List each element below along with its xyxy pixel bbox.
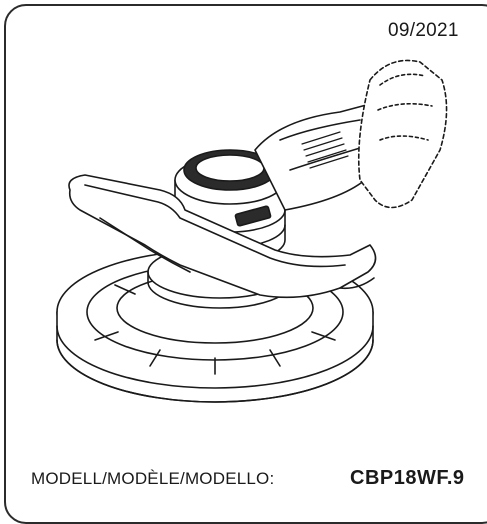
motor-body	[234, 99, 396, 227]
document-date: 09/2021	[388, 20, 459, 41]
model-number: CBP18WF.9	[350, 467, 465, 489]
battery-pack	[357, 59, 448, 209]
front-handle	[68, 174, 377, 299]
model-label: MODELL/MODÈLE/MODELLO:	[31, 469, 275, 488]
cordless-polisher-illustration	[56, 59, 448, 403]
